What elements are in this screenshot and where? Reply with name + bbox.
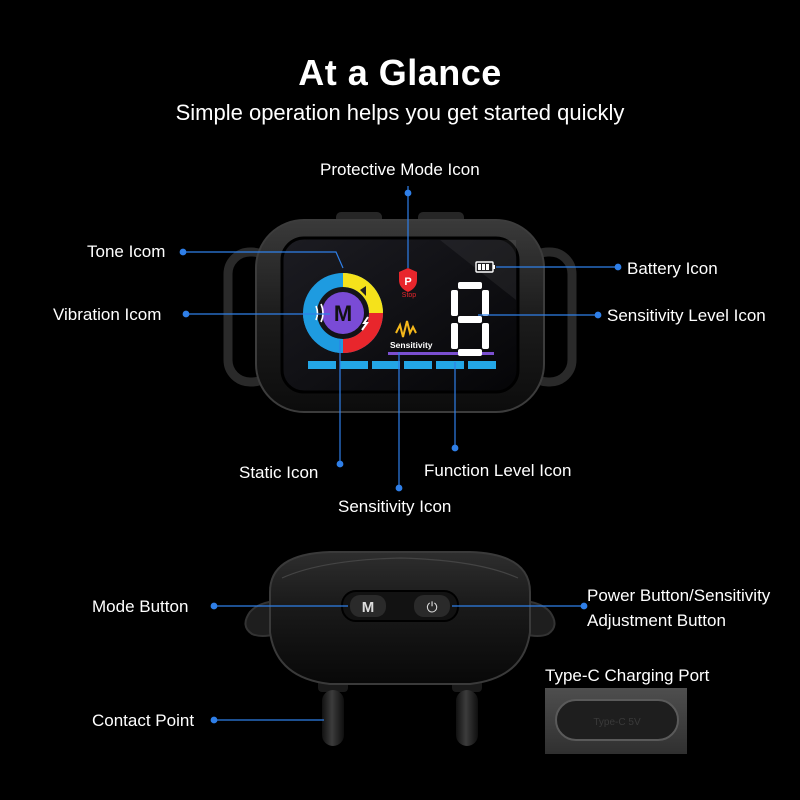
label-tone: Tone Icom: [87, 242, 166, 261]
collar-receiver-side-view: M ⏻: [244, 551, 556, 746]
callout-dot: [404, 189, 412, 197]
sensitivity-level-digit: [451, 282, 489, 356]
shield-icon: [399, 268, 417, 292]
label-power-button-line2: Adjustment Button: [587, 611, 726, 630]
callout-dot: [210, 716, 218, 724]
vibration-center: [322, 292, 364, 334]
callout-dot: [182, 310, 190, 318]
mode-button[interactable]: [350, 595, 386, 617]
callout-dot: [336, 460, 344, 468]
function-level-segment: [372, 361, 400, 369]
protective-mode-icon: P Stop: [399, 268, 417, 299]
collar-receiver-top-view: M P Stop Sensitivity: [223, 212, 577, 413]
ring-blue-lower: [303, 312, 344, 353]
label-vibration: Vibration Icom: [53, 305, 162, 324]
callout-dot: [594, 311, 602, 319]
static-symbol-icon: [361, 316, 369, 331]
function-level-segment: [436, 361, 464, 369]
label-mode-button: Mode Button: [92, 597, 189, 616]
label-sensitivity: Sensitivity Icon: [338, 497, 452, 516]
page-title: At a Glance: [298, 52, 502, 93]
callout-dot: [210, 602, 218, 610]
sensitivity-underline: [388, 352, 494, 355]
port-embossed-text: Type-C 5V: [593, 717, 641, 728]
right-contact-point: [456, 690, 478, 746]
label-function-level: Function Level Icon: [424, 461, 572, 480]
function-level-bar: [308, 361, 496, 369]
page-subtitle: Simple operation helps you get started q…: [175, 100, 625, 125]
label-sensitivity-level: Sensitivity Level Icon: [607, 306, 766, 325]
sensitivity-wave-icon: [395, 320, 417, 338]
tone-symbol-icon: [360, 286, 366, 296]
label-protective-mode: Protective Mode Icon: [320, 160, 480, 179]
label-type-c: Type-C Charging Port: [545, 666, 710, 685]
left-contact-point: [322, 690, 344, 746]
function-level-segment: [340, 361, 368, 369]
callout-dot: [395, 484, 403, 492]
mode-letter: M: [334, 301, 352, 326]
port-cover: [555, 699, 679, 741]
function-level-segment: [468, 361, 496, 369]
label-battery: Battery Icon: [627, 259, 718, 278]
static-segment: [342, 312, 383, 353]
mode-ring: M: [303, 273, 383, 353]
battery-icon: [475, 261, 495, 273]
stop-text: Stop: [402, 292, 417, 299]
vibration-symbol-icon: [315, 303, 324, 323]
label-contact-point: Contact Point: [92, 711, 195, 730]
callout-dot: [451, 444, 459, 452]
function-level-segment: [404, 361, 432, 369]
function-level-segment: [308, 361, 336, 369]
callout-dot: [179, 248, 187, 256]
tone-segment: [342, 273, 383, 314]
stop-letter: P: [404, 276, 411, 288]
power-button[interactable]: [414, 595, 450, 617]
label-static: Static Icon: [239, 463, 319, 482]
label-power-button-line1: Power Button/Sensitivity: [587, 586, 771, 605]
callouts-top: [179, 186, 622, 492]
body-highlight: [281, 557, 519, 579]
sensitivity-text: Sensitivity: [390, 340, 433, 350]
type-c-port-closeup: Type-C 5V: [545, 688, 687, 754]
callouts-bottom: [210, 602, 588, 724]
callout-dot: [614, 263, 622, 271]
mode-button-label: M: [362, 599, 375, 616]
callout-dot: [580, 602, 588, 610]
power-icon: ⏻: [426, 599, 437, 615]
